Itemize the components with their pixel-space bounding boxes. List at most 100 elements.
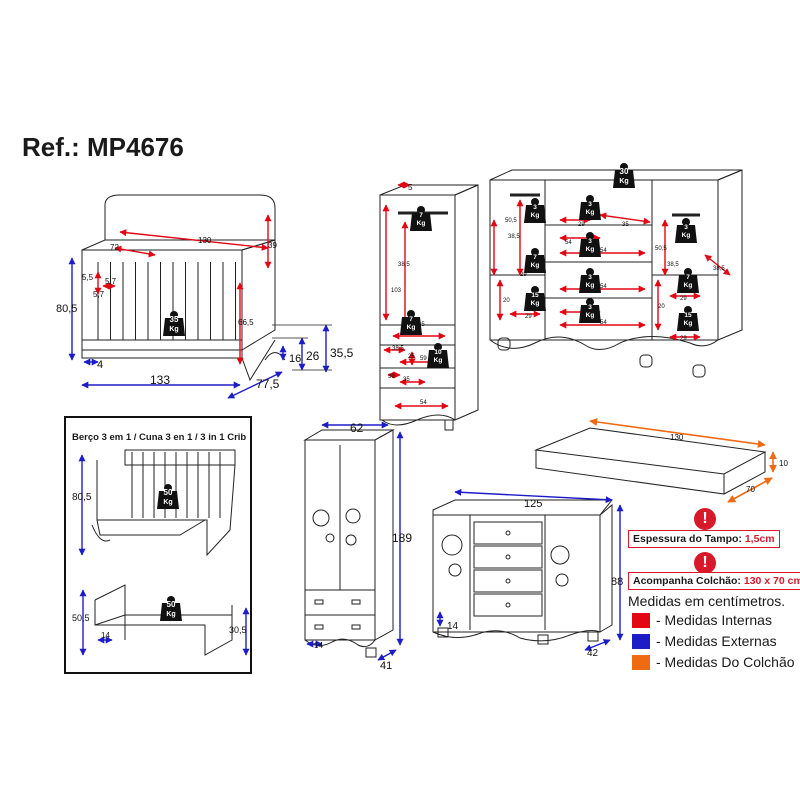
weight-labels: 35 Kg 7 Kg 7 Kg 10 Kg 30 Kg 3 Kg 3 Kg 3 …: [163, 167, 692, 618]
weight-dres-30-kg: Kg: [619, 178, 628, 185]
dim-dres-385c: 38,5: [713, 266, 725, 272]
dim-b2-505: 50,5: [72, 613, 90, 623]
reference-title: Ref.: MP4676: [22, 132, 184, 162]
dim-dres-505a: 50,5: [505, 218, 517, 224]
dim-ward-5: 5: [408, 183, 413, 192]
dim-dres-35a: 35: [622, 222, 629, 228]
dim-crib-57b: 5,7: [93, 290, 105, 299]
dim-ward-385b: 38,5: [392, 346, 404, 352]
warning-icon: !: [694, 508, 716, 530]
wardrobe-front-drawing: [303, 429, 395, 658]
weight-dres-7b-kg: Kg: [684, 282, 693, 289]
dim-d2-42: 42: [587, 648, 599, 659]
dim-mat-70: 70: [746, 485, 755, 494]
dim-dres-29c: 29: [520, 272, 527, 278]
dim-dres-505b: 50,5: [655, 246, 667, 252]
dim-crib-133: 133: [150, 373, 170, 387]
weight-dres-15a: 15: [531, 292, 539, 299]
dim-dres-54d: 54: [565, 240, 572, 246]
legend-swatch: [632, 613, 650, 628]
top-thickness-label: Espessura do Tampo:: [633, 533, 742, 545]
dim-w2-189: 189: [392, 531, 412, 545]
weight-dres-15a-kg: Kg: [531, 300, 540, 307]
weight-ward-7: 7: [419, 212, 423, 219]
dresser-front-drawing: [432, 499, 614, 645]
legend-swatch: [632, 634, 650, 649]
weight-dres-3f: 3: [684, 224, 688, 231]
crib-drawing: [81, 194, 286, 382]
weight-dres-3a-kg: Kg: [531, 212, 540, 219]
weight-b1-kg: Kg: [163, 499, 172, 506]
weight-b2-kg: Kg: [166, 611, 175, 618]
dim-d2-14: 14: [447, 621, 459, 632]
weight-dres-7b: 7: [686, 274, 690, 281]
weight-ward-7-kg: Kg: [417, 220, 426, 227]
dresser-drawing: [489, 169, 743, 378]
weight-b2: 50: [167, 600, 176, 609]
weight-crib: 35: [170, 315, 179, 324]
dim-ward-54: 54: [420, 400, 427, 406]
weight-dres-3f-kg: Kg: [682, 232, 691, 239]
weight-dres-3d-kg: Kg: [586, 282, 595, 289]
mattress-label: Acompanha Colchão:: [633, 575, 741, 587]
mattress-callout: Acompanha Colchão: 130 x 70 cm: [628, 572, 800, 590]
dim-w2-41: 41: [380, 660, 392, 672]
dim-ward-25: 25: [408, 354, 415, 360]
dim-crib-26: 26: [306, 349, 320, 363]
legend-swatch: [632, 655, 650, 670]
dim-crib-39: 39: [268, 241, 277, 250]
weight-dres-7a-kg: Kg: [531, 262, 540, 269]
dim-d2-88: 88: [611, 576, 623, 588]
legend-label: - Medidas Externas: [656, 633, 777, 649]
dim-ward-59: 59: [420, 356, 427, 362]
dim-crib-775: 77,5: [256, 377, 280, 391]
warning-icon: !: [694, 552, 716, 574]
crib-conversion-box: [64, 416, 252, 674]
dim-crib-130: 130: [198, 236, 212, 245]
dim-dres-20b: 20: [658, 304, 665, 310]
weight-dres-3b-kg: Kg: [586, 209, 595, 216]
dim-crib-16: 16: [289, 353, 301, 365]
dim-w2-14: 14: [314, 641, 323, 650]
dim-crib-4: 4: [97, 359, 103, 371]
dim-dres-29a: 29: [578, 222, 585, 228]
weight-dres-3d: 3: [588, 274, 592, 281]
top-thickness-callout: Espessura do Tampo: 1,5cm: [628, 530, 780, 548]
crib-conversion-caption: Berço 3 em 1 / Cuna 3 en 1 / 3 in 1 Crib: [72, 432, 247, 443]
weight-dres-3c: 3: [588, 238, 592, 245]
weight-ward-10: 10: [434, 349, 442, 356]
weight-dres-3e: 3: [588, 304, 592, 311]
dim-dres-29b: 29: [525, 314, 532, 320]
weight-dres-3a: 3: [533, 204, 537, 211]
weight-crib-kg: Kg: [169, 326, 178, 333]
dim-dres-29e: 29: [680, 336, 687, 342]
mattress-value: 130 x 70 cm: [743, 575, 800, 587]
dim-mat-10: 10: [779, 459, 788, 468]
dim-crib-55: 5,5: [82, 273, 94, 282]
dim-dres-54a: 54: [600, 248, 607, 254]
weight-ward-10-kg: Kg: [434, 357, 443, 364]
dim-ward-103: 103: [391, 288, 402, 294]
dim-dres-29d: 29: [680, 296, 687, 302]
weight-dres-30: 30: [620, 167, 629, 176]
weight-dres-3e-kg: Kg: [586, 312, 595, 319]
dim-crib-355: 35,5: [330, 346, 354, 360]
units-note: Medidas em centímetros.: [628, 593, 786, 609]
dim-dres-385a: 38,5: [508, 234, 520, 240]
dim-dres-385b: 38,5: [667, 262, 679, 268]
dim-mat-130: 130: [670, 433, 684, 442]
dim-crib-72: 72: [110, 243, 119, 252]
dim-crib-57a: 5,7: [105, 277, 117, 286]
legend-label: - Medidas Do Colchão: [656, 654, 795, 670]
dim-crib-805: 80,5: [56, 303, 77, 315]
dim-crib-665: 66,5: [238, 318, 254, 327]
dim-w2-62: 62: [350, 421, 364, 435]
dim-dres-54c: 54: [600, 320, 607, 326]
dim-ward-385: 38,5: [398, 262, 410, 268]
weight-dres-7a: 7: [533, 254, 537, 261]
dim-b2-14: 14: [101, 631, 110, 640]
top-thickness-value: 1,5cm: [744, 533, 775, 545]
mattress-drawing: [534, 427, 767, 495]
crib-conversion-drawing: [91, 449, 236, 656]
